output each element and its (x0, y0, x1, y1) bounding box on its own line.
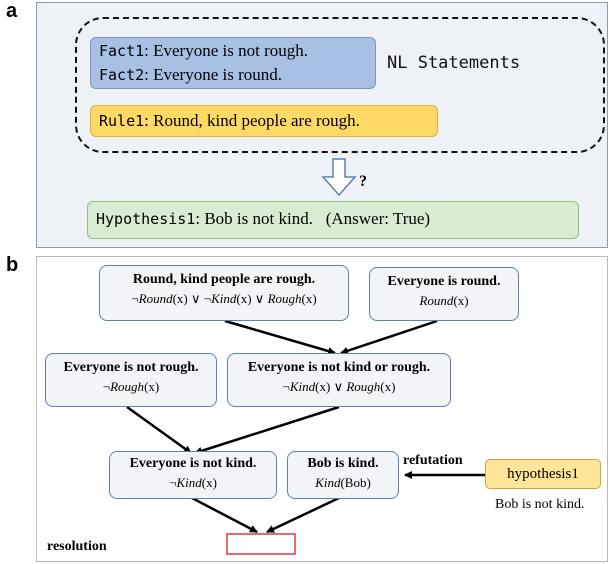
arrow-round-to-resolvent (340, 319, 438, 355)
resolution-label: resolution (47, 539, 107, 554)
hypothesis-caption: Bob is not kind. (495, 497, 585, 512)
fact2-line: Fact2: Everyone is round. (99, 65, 282, 85)
arrow-not-kind-to-empty (191, 496, 258, 534)
node-not-kind-or-rough-title: Everyone is not kind or rough. (247, 360, 431, 375)
rule1-tag: Rule1 (99, 112, 145, 130)
arrow-bob-kind-to-empty (266, 496, 340, 534)
fact2-tag: Fact2 (99, 66, 145, 84)
node-rule-title: Round, kind people are rough. (132, 272, 316, 287)
rule-box: Rule1: Round, kind people are rough. (90, 105, 438, 137)
empty-clause-box (226, 533, 296, 555)
node-not-kind: Everyone is not kind. ¬Kind(x) (109, 451, 277, 499)
node-rule-formula: ¬Round(x) ∨ ¬Kind(x) ∨ Rough(x) (131, 291, 317, 306)
refutation-label: refutation (403, 453, 463, 468)
answer-text: (Answer: True) (325, 209, 431, 228)
node-bob-kind: Bob is kind. Kind(Bob) (287, 451, 399, 499)
node-round-title: Everyone is round. (387, 274, 501, 289)
implication-arrow-svg (321, 158, 357, 197)
node-not-kind-formula: ¬Kind(x) (169, 475, 217, 490)
arrow-rule-to-resolvent (224, 319, 336, 355)
node-not-rough-title: Everyone is not rough. (63, 360, 199, 375)
arrow-resolvent-to-not-kind (194, 405, 340, 455)
facts-box: Fact1: Everyone is not rough. Fact2: Eve… (90, 37, 376, 89)
fact2-text: : Everyone is round. (144, 65, 283, 84)
down-arrow-icon (321, 158, 357, 197)
node-not-kind-or-rough: Everyone is not kind or rough. ¬Kind(x) … (227, 353, 451, 407)
nl-statements-group (75, 17, 605, 153)
question-mark: ? (359, 173, 367, 190)
rule1-line: Rule1: Round, kind people are rough. (99, 111, 360, 131)
fact1-text: : Everyone is not rough. (144, 41, 308, 60)
panel-a-letter: a (6, 0, 18, 22)
panel-b-letter: b (6, 254, 19, 276)
rule1-text: : Round, kind people are rough. (144, 111, 360, 130)
panel-b: Round, kind people are rough. ¬Round(x) … (36, 256, 608, 562)
node-not-kind-or-rough-formula: ¬Kind(x) ∨ Rough(x) (282, 379, 396, 394)
node-round: Everyone is round. Round(x) (369, 267, 519, 321)
panel-a: Fact1: Everyone is not rough. Fact2: Eve… (36, 2, 608, 248)
nl-statements-label: NL Statements (387, 53, 521, 73)
arrow-not-rough-to-not-kind (126, 405, 192, 455)
node-not-rough: Everyone is not rough. ¬Rough(x) (45, 353, 217, 407)
fact1-line: Fact1: Everyone is not rough. (99, 41, 308, 61)
fact1-tag: Fact1 (99, 42, 145, 60)
node-round-formula: Round(x) (419, 293, 469, 308)
hypothesis-tag: Hypothesis1 (96, 210, 196, 228)
resolution-arrows-svg (126, 319, 485, 555)
hypothesis-box: Hypothesis1: Bob is not kind. (Answer: T… (87, 201, 579, 239)
hypothesis-line: Hypothesis1: Bob is not kind. (Answer: T… (96, 209, 430, 229)
node-not-kind-title: Everyone is not kind. (129, 456, 257, 471)
node-rule: Round, kind people are rough. ¬Round(x) … (99, 265, 349, 321)
hypothesis-node: hypothesis1 (485, 459, 601, 489)
node-not-rough-formula: ¬Rough(x) (102, 379, 160, 394)
node-bob-kind-title: Bob is kind. (307, 456, 379, 471)
hypothesis-text: : Bob is not kind. (195, 209, 313, 228)
node-bob-kind-formula: Kind(Bob) (315, 475, 371, 490)
